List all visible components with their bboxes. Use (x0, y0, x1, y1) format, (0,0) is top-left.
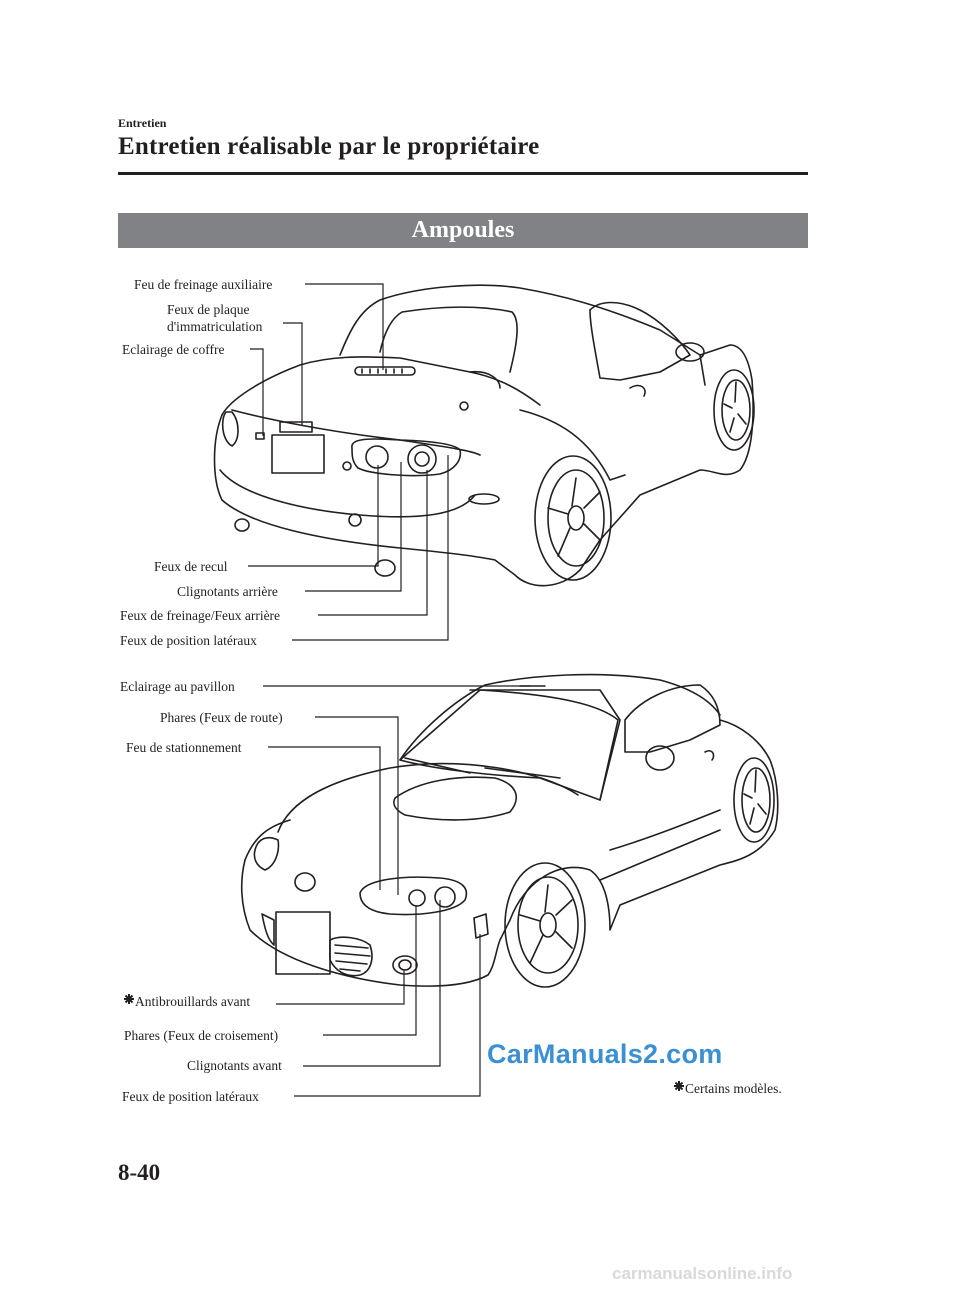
label-front-side-markers: Feux de position latéraux (122, 1089, 259, 1104)
label-reverse-lights: Feux de recul (154, 559, 228, 574)
footnote: Certains modèles. (674, 1081, 782, 1097)
asterisk-icon (124, 994, 134, 1004)
page-title: Entretien réalisable par le propriétaire (118, 133, 540, 160)
label-rear-turn-signals: Clignotants arrière (177, 584, 278, 599)
title-rule (118, 172, 808, 175)
label-rear-side-markers: Feux de position latéraux (120, 633, 257, 648)
label-parking-light: Feu de stationnement (126, 740, 242, 755)
label-front-turn-signals: Clignotants avant (187, 1058, 282, 1073)
front-leader-lines (263, 685, 530, 1097)
label-front-fog-lights: Antibrouillards avant (124, 994, 250, 1010)
label-overhead-light: Eclairage au pavillon (120, 679, 235, 694)
footnote-text: Certains modèles. (685, 1081, 782, 1096)
label-license-plate-line1: Feux de plaque (167, 302, 250, 317)
label-trunk-light: Eclairage de coffre (122, 342, 225, 357)
page-number: 8-40 (118, 1160, 161, 1185)
label-license-plate-lights: Feux de plaque d'immatriculation (167, 301, 262, 335)
front-car-illustration (240, 673, 779, 988)
asterisk-icon (674, 1081, 684, 1091)
watermark-carmanuals2: CarManuals2.com (487, 1039, 723, 1069)
section-label: Entretien (118, 116, 167, 130)
rear-leader-lines (248, 283, 449, 641)
label-low-beam: Phares (Feux de croisement) (124, 1028, 279, 1043)
label-brake-tail-lights: Feux de freinage/Feux arrière (120, 608, 281, 623)
label-high-beam: Phares (Feux de route) (160, 710, 283, 725)
watermark-carmanualsonline: carmanualsonline.info (612, 1264, 793, 1283)
section-banner: Ampoules (118, 213, 808, 248)
label-front-fog-lights-text: Antibrouillards avant (135, 994, 251, 1009)
banner-title: Ampoules (411, 217, 515, 243)
label-aux-brake-light: Feu de freinage auxiliaire (134, 277, 273, 292)
label-license-plate-line2: d'immatriculation (167, 319, 263, 334)
rear-car-illustration (213, 284, 755, 587)
